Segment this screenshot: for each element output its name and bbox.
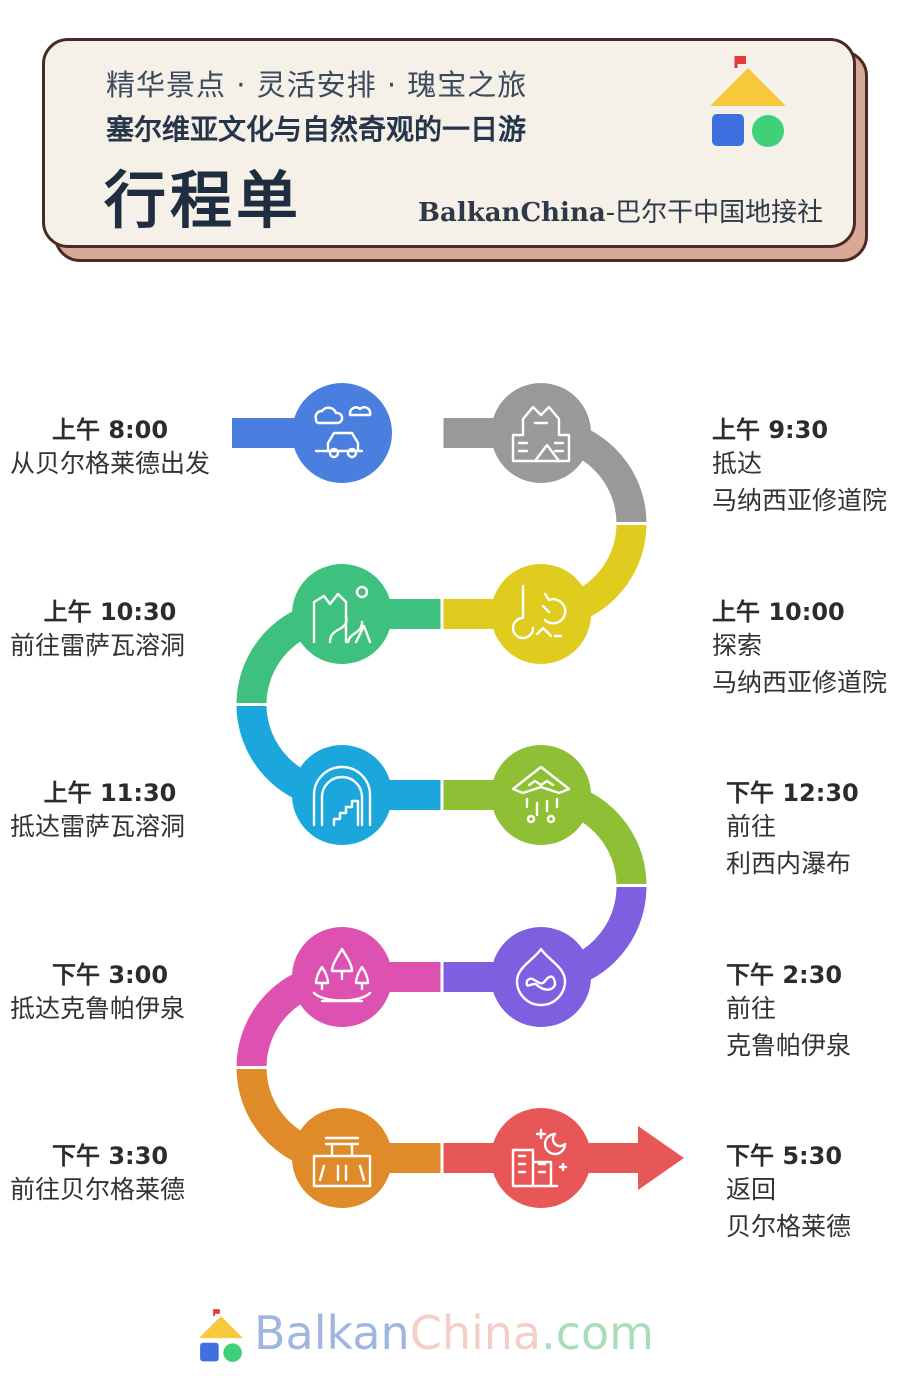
footer-part-china: China xyxy=(409,1306,542,1360)
stop-description: 马纳西亚修道院 xyxy=(712,486,888,515)
stop-description: 利西内瀑布 xyxy=(726,849,852,878)
stop-label-4: 上午 10:30 前往雷萨瓦溶洞 xyxy=(10,592,210,664)
canyon-road-icon xyxy=(312,585,372,644)
stop-description: 前往 xyxy=(726,994,777,1023)
footer-part-com: .com xyxy=(541,1306,654,1360)
stop-time: 下午 3:00 xyxy=(51,961,169,989)
brand-latin: BalkanChina xyxy=(418,198,606,228)
stop-label-7: 下午 2:30 前往克鲁帕伊泉 xyxy=(726,955,851,1064)
waterfall-icon xyxy=(511,765,571,824)
stop-circle-9 xyxy=(292,1108,392,1208)
stop-node-9 xyxy=(292,1108,392,1208)
stop-description: 抵达雷萨瓦溶洞 xyxy=(10,812,186,841)
itinerary-timeline xyxy=(232,383,684,1208)
stop-time: 下午 5:30 xyxy=(726,1142,843,1170)
stop-node-4 xyxy=(292,564,392,664)
stop-circle-10 xyxy=(491,1108,591,1208)
stop-description: 马纳西亚修道院 xyxy=(712,668,888,697)
stop-description: 抵达克鲁帕伊泉 xyxy=(10,994,186,1023)
stop-time: 上午 9:30 xyxy=(712,416,829,444)
stop-description: 探索 xyxy=(712,631,763,660)
cave-stairs-icon xyxy=(312,765,372,827)
footer-logo-icon xyxy=(198,1309,244,1362)
header-headline: 塞尔维亚文化与自然奇观的一日游 xyxy=(106,113,527,146)
stop-label-5: 上午 11:30 抵达雷萨瓦溶洞 xyxy=(10,773,210,845)
stop-description: 前往贝尔格莱德 xyxy=(10,1175,186,1204)
page-title: 行程单 xyxy=(104,164,303,237)
timeline-arrow-head xyxy=(638,1126,684,1190)
stop-circle-3 xyxy=(491,564,591,664)
stop-node-8 xyxy=(292,927,392,1027)
stop-description: 前往雷萨瓦溶洞 xyxy=(10,631,186,660)
stop-label-8: 下午 3:00 抵达克鲁帕伊泉 xyxy=(10,955,210,1027)
stop-circle-7 xyxy=(491,927,591,1027)
stop-time: 上午 11:30 xyxy=(43,779,177,807)
spring-trees-icon xyxy=(312,947,372,1003)
header-brand: BalkanChina-巴尔干中国地接社 xyxy=(418,192,823,229)
stop-description: 从贝尔格莱德出发 xyxy=(10,449,211,478)
stop-description: 前往 xyxy=(726,812,777,841)
stop-time: 上午 8:00 xyxy=(51,416,169,444)
stop-node-3 xyxy=(491,564,591,664)
stop-label-9: 下午 3:30 前往贝尔格莱德 xyxy=(10,1136,210,1208)
city-night-icon xyxy=(511,1128,568,1188)
stop-description: 返回 xyxy=(726,1175,777,1204)
header-subtitle: 精华景点 · 灵活安排 · 瑰宝之旅 xyxy=(106,68,528,102)
stop-node-6 xyxy=(491,745,591,845)
stop-time: 上午 10:30 xyxy=(43,598,177,626)
stop-circle-4 xyxy=(292,564,392,664)
stop-label-10: 下午 5:30 返回贝尔格莱德 xyxy=(726,1136,851,1245)
stop-description: 贝尔格莱德 xyxy=(726,1212,852,1241)
stop-node-7 xyxy=(491,927,591,1027)
brand-cn: -巴尔干中国地接社 xyxy=(605,198,824,228)
stop-node-2 xyxy=(491,383,591,483)
stop-label-2: 上午 9:30 抵达马纳西亚修道院 xyxy=(712,410,887,519)
cloud-car-icon xyxy=(314,406,372,459)
stop-circle-6 xyxy=(491,745,591,845)
stop-circle-5 xyxy=(292,745,392,845)
stop-time: 下午 3:30 xyxy=(51,1142,169,1170)
stop-label-6: 下午 12:30 前往利西内瀑布 xyxy=(726,773,859,882)
stop-label-1: 上午 8:00 从贝尔格莱德出发 xyxy=(10,410,210,482)
water-drop-icon xyxy=(515,947,567,1007)
stop-time: 下午 2:30 xyxy=(726,961,843,989)
stop-label-3: 上午 10:00 探索马纳西亚修道院 xyxy=(712,592,887,701)
stop-time: 下午 12:30 xyxy=(726,779,859,807)
stop-description: 抵达 xyxy=(712,449,763,478)
stop-time: 上午 10:00 xyxy=(712,598,845,626)
balkanchina-logo-icon xyxy=(710,56,786,147)
footer-website[interactable]: BalkanChina.com xyxy=(254,1306,654,1360)
stop-circle-2 xyxy=(491,383,591,483)
monastery-icon xyxy=(511,405,571,463)
stop-node-10 xyxy=(491,1108,591,1208)
stop-node-5 xyxy=(292,745,392,845)
bus-icon xyxy=(312,1136,372,1188)
stop-description: 克鲁帕伊泉 xyxy=(726,1031,852,1060)
stop-node-1 xyxy=(292,383,392,483)
footer-part-balkan: Balkan xyxy=(254,1306,410,1360)
history-icon xyxy=(511,584,567,640)
